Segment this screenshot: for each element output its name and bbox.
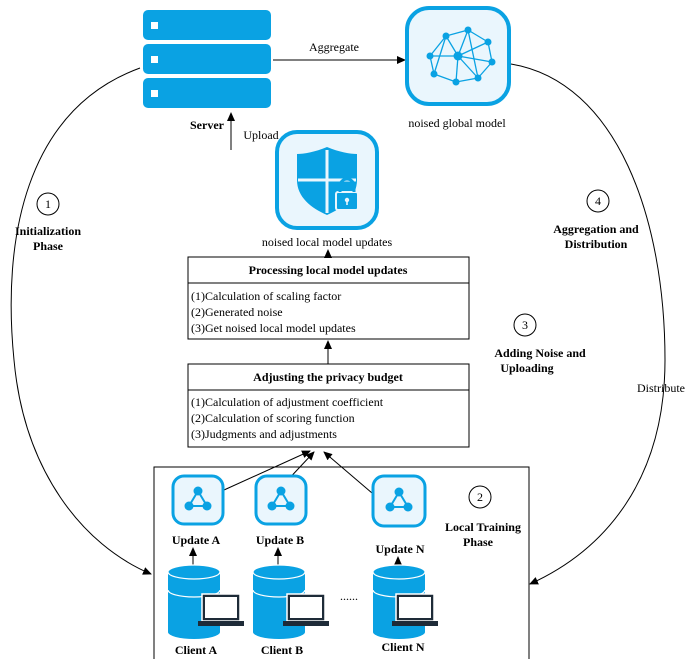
privacy-item: (3)Judgments and adjustments xyxy=(191,427,337,441)
phase-1-marker: 1 xyxy=(36,192,60,216)
initialization-curve-arrow xyxy=(10,67,152,575)
processing-item: (3)Get noised local model updates xyxy=(191,321,356,335)
svg-text:1: 1 xyxy=(45,197,51,211)
phase-1-label: Initialization xyxy=(15,224,81,238)
phase-2-marker: 2 xyxy=(468,485,492,509)
server-icon xyxy=(143,10,271,108)
client-label: Client N xyxy=(382,640,425,654)
client-label: Client B xyxy=(261,643,303,657)
database-laptop-icon xyxy=(372,564,438,639)
update-label: Update N xyxy=(375,542,424,556)
aggregate-label: Aggregate xyxy=(309,40,359,54)
distribute-curve-arrow xyxy=(510,63,666,585)
svg-text:3: 3 xyxy=(522,318,528,332)
processing-box-title: Processing local model updates xyxy=(249,263,408,277)
processing-item: (2)Generated noise xyxy=(191,305,283,319)
update-label: Update A xyxy=(172,533,221,547)
privacy-item: (2)Calculation of scoring function xyxy=(191,411,355,425)
shield-lock-icon xyxy=(275,130,379,230)
update-n-arrow xyxy=(323,451,373,494)
network-node-icon xyxy=(171,474,225,526)
local-updates-label: noised local model updates xyxy=(262,235,393,249)
update-label: Update B xyxy=(256,533,304,547)
distribute-label: Distribute xyxy=(637,381,685,395)
processing-item: (1)Calculation of scaling factor xyxy=(191,289,341,303)
svg-text:4: 4 xyxy=(595,194,601,208)
upload-label: Upload xyxy=(243,128,278,142)
network-node-icon xyxy=(371,474,427,528)
client-label: Client A xyxy=(175,643,218,657)
update-a-arrow xyxy=(223,450,311,491)
svg-text:2: 2 xyxy=(477,490,483,504)
privacy-item: (1)Calculation of adjustment coefficient xyxy=(191,395,384,409)
network-node-icon xyxy=(254,474,308,526)
phase-2-label: Local Training xyxy=(445,520,521,534)
phase-4-label: Distribution xyxy=(565,237,628,251)
phase-3-label: Adding Noise and xyxy=(494,346,586,360)
server-label: Server xyxy=(190,118,225,132)
processing-box xyxy=(187,256,470,340)
privacy-budget-box xyxy=(187,363,470,448)
phase-3-label: Uploading xyxy=(500,361,553,375)
database-laptop-icon xyxy=(167,564,244,639)
privacy-box-title: Adjusting the privacy budget xyxy=(253,370,403,384)
neural-network-icon xyxy=(405,6,511,106)
phase-2-label: Phase xyxy=(463,535,494,549)
phase-4-label: Aggregation and xyxy=(553,222,639,236)
ellipsis-dots: ...... xyxy=(340,589,358,603)
phase-1-label: Phase xyxy=(33,239,64,253)
phase-3-marker: 3 xyxy=(513,313,537,337)
phase-4-marker: 4 xyxy=(586,189,610,213)
database-laptop-icon xyxy=(252,564,329,639)
global-model-label: noised global model xyxy=(408,116,506,130)
